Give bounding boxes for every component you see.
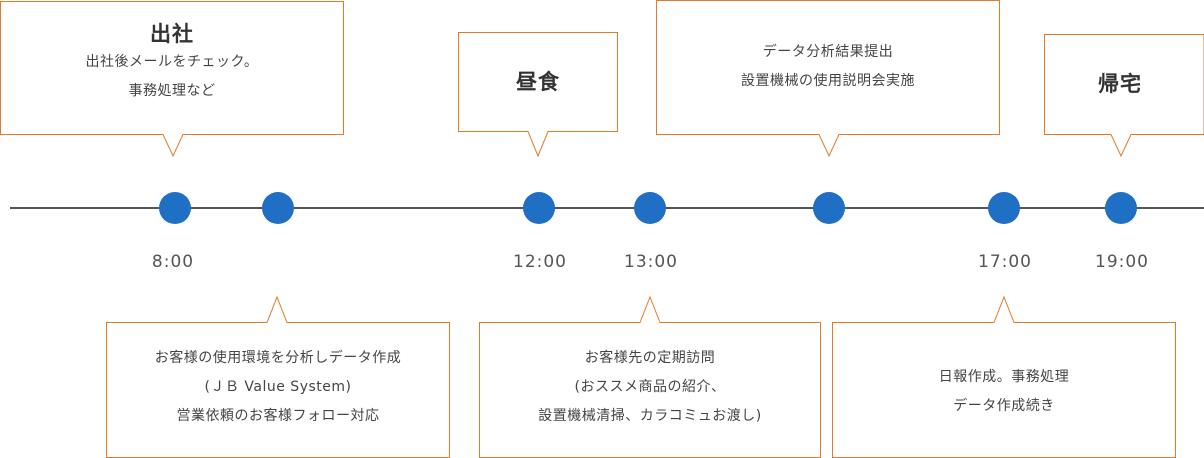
callout-box-arrive bbox=[0, 1, 344, 158]
callout-line: 日報作成。事務処理 bbox=[938, 369, 1070, 385]
callout-title: 昼食 bbox=[516, 70, 560, 94]
timeline-dot bbox=[523, 192, 555, 224]
callout-line: 営業依頼のお客様フォロー対応 bbox=[176, 408, 380, 424]
callout-line: 出社後メールをチェック。 bbox=[85, 54, 259, 70]
timeline-dot bbox=[634, 192, 666, 224]
callout-box-report bbox=[656, 0, 1000, 158]
timeline-dot bbox=[262, 192, 294, 224]
timeline-dot bbox=[159, 192, 191, 224]
callout-analysis: お客様の使用環境を分析しデータ作成 (ＪＢ Value System) 営業依頼… bbox=[107, 344, 449, 431]
callout-line: (おススメ商品の紹介、 bbox=[574, 379, 726, 395]
callout-report: データ分析結果提出 設置機械の使用説明会実施 bbox=[657, 38, 999, 96]
timeline-dot bbox=[813, 192, 845, 224]
timeline-dot bbox=[988, 192, 1020, 224]
callout-line: 設置機械の使用説明会実施 bbox=[741, 73, 915, 89]
time-label: 8:00 bbox=[151, 252, 195, 272]
callout-line: データ分析結果提出 bbox=[762, 44, 894, 60]
callout-lunch: 昼食 bbox=[459, 68, 617, 96]
callout-line: データ作成続き bbox=[953, 398, 1055, 414]
callout-line: お客様先の定期訪問 bbox=[584, 350, 716, 366]
callout-arrive: 出社 出社後メールをチェック。 事務処理など bbox=[1, 20, 343, 106]
time-label: 12:00 bbox=[513, 252, 567, 272]
callout-daily-report: 日報作成。事務処理 データ作成続き bbox=[833, 363, 1175, 421]
callout-title: 帰宅 bbox=[1098, 72, 1142, 96]
time-label: 17:00 bbox=[978, 252, 1032, 272]
callout-line: お客様の使用環境を分析しデータ作成 bbox=[154, 350, 402, 366]
timeline-dot bbox=[1105, 192, 1137, 224]
callout-box-lunch bbox=[458, 32, 618, 158]
callout-line: 事務処理など bbox=[128, 83, 216, 99]
callout-line: (ＪＢ Value System) bbox=[204, 379, 352, 395]
callout-visit: お客様先の定期訪問 (おススメ商品の紹介、 設置機械清掃、カラコミュお渡し) bbox=[480, 344, 820, 431]
time-label: 13:00 bbox=[624, 252, 678, 272]
callout-home: 帰宅 bbox=[1045, 70, 1195, 98]
callout-title: 出社 bbox=[150, 22, 194, 46]
callout-line: 設置機械清掃、カラコミュお渡し) bbox=[538, 408, 762, 424]
time-label: 19:00 bbox=[1095, 252, 1149, 272]
callout-box-home bbox=[1044, 34, 1204, 158]
